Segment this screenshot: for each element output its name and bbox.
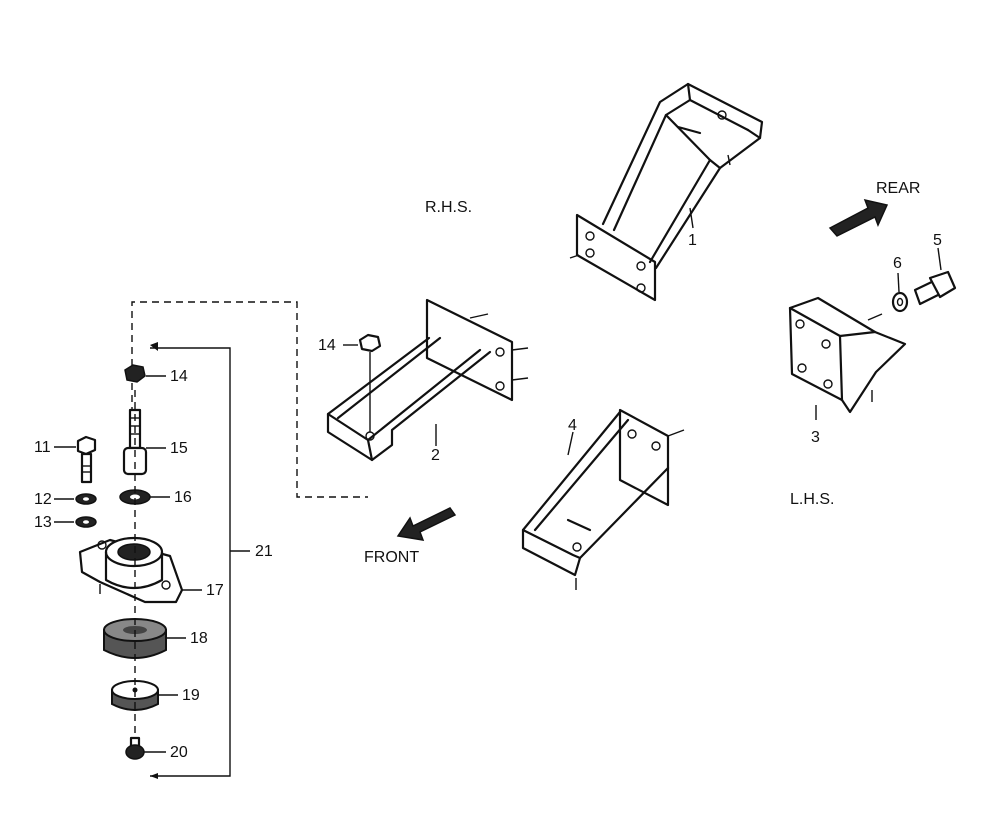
callout-16: 16 <box>174 489 192 506</box>
callout-18: 18 <box>190 630 208 647</box>
part-20-screw <box>125 736 145 760</box>
part-6-washer <box>891 291 909 313</box>
callout-17: 17 <box>206 582 224 599</box>
lhs-label: L.H.S. <box>790 491 834 508</box>
part-12-washer <box>75 493 97 505</box>
callout-20: 20 <box>170 744 188 761</box>
callout-15: 15 <box>170 440 188 457</box>
callout-12: 12 <box>34 491 52 508</box>
front-label: FRONT <box>364 549 419 566</box>
part-14-nut-lower <box>124 364 146 383</box>
callout-14-lower: 14 <box>170 368 188 385</box>
part-4-leader <box>567 431 574 456</box>
kit-bottom-arrow-icon <box>150 773 158 779</box>
part-14-nut-upper <box>358 333 382 432</box>
kit-21-bracket-line <box>150 347 231 777</box>
callout-1: 1 <box>688 232 697 249</box>
part-1-long-bracket <box>569 82 764 302</box>
part-5-bolt <box>913 270 957 306</box>
part-3-rear-bracket <box>788 296 907 414</box>
callout-5: 5 <box>933 232 942 249</box>
rhs-label: R.H.S. <box>425 199 472 216</box>
callout-4: 4 <box>568 417 577 434</box>
part-2-rhs-bracket <box>326 298 529 462</box>
part-6-leader <box>897 272 900 293</box>
callout-2: 2 <box>431 447 440 464</box>
callout-3: 3 <box>811 429 820 446</box>
callout-14-upper: 14 <box>318 337 336 354</box>
callout-21: 21 <box>255 543 273 560</box>
callout-13: 13 <box>34 514 52 531</box>
part-11-bolt <box>76 435 97 484</box>
part-1-leader <box>689 207 694 229</box>
rear-label: REAR <box>876 180 920 197</box>
callout-11: 11 <box>34 439 51 456</box>
kit-top-arrow-icon <box>150 342 158 351</box>
part-5-leader <box>937 247 942 271</box>
callout-6: 6 <box>893 255 902 272</box>
part-17-mounting-plate <box>78 536 184 604</box>
front-arrow-icon <box>396 507 457 541</box>
part-4-lhs-bracket <box>521 408 685 590</box>
callout-19: 19 <box>182 687 200 704</box>
rear-arrow-icon <box>828 198 889 237</box>
part-13-washer <box>75 516 97 528</box>
dashed-link-line <box>131 301 368 498</box>
